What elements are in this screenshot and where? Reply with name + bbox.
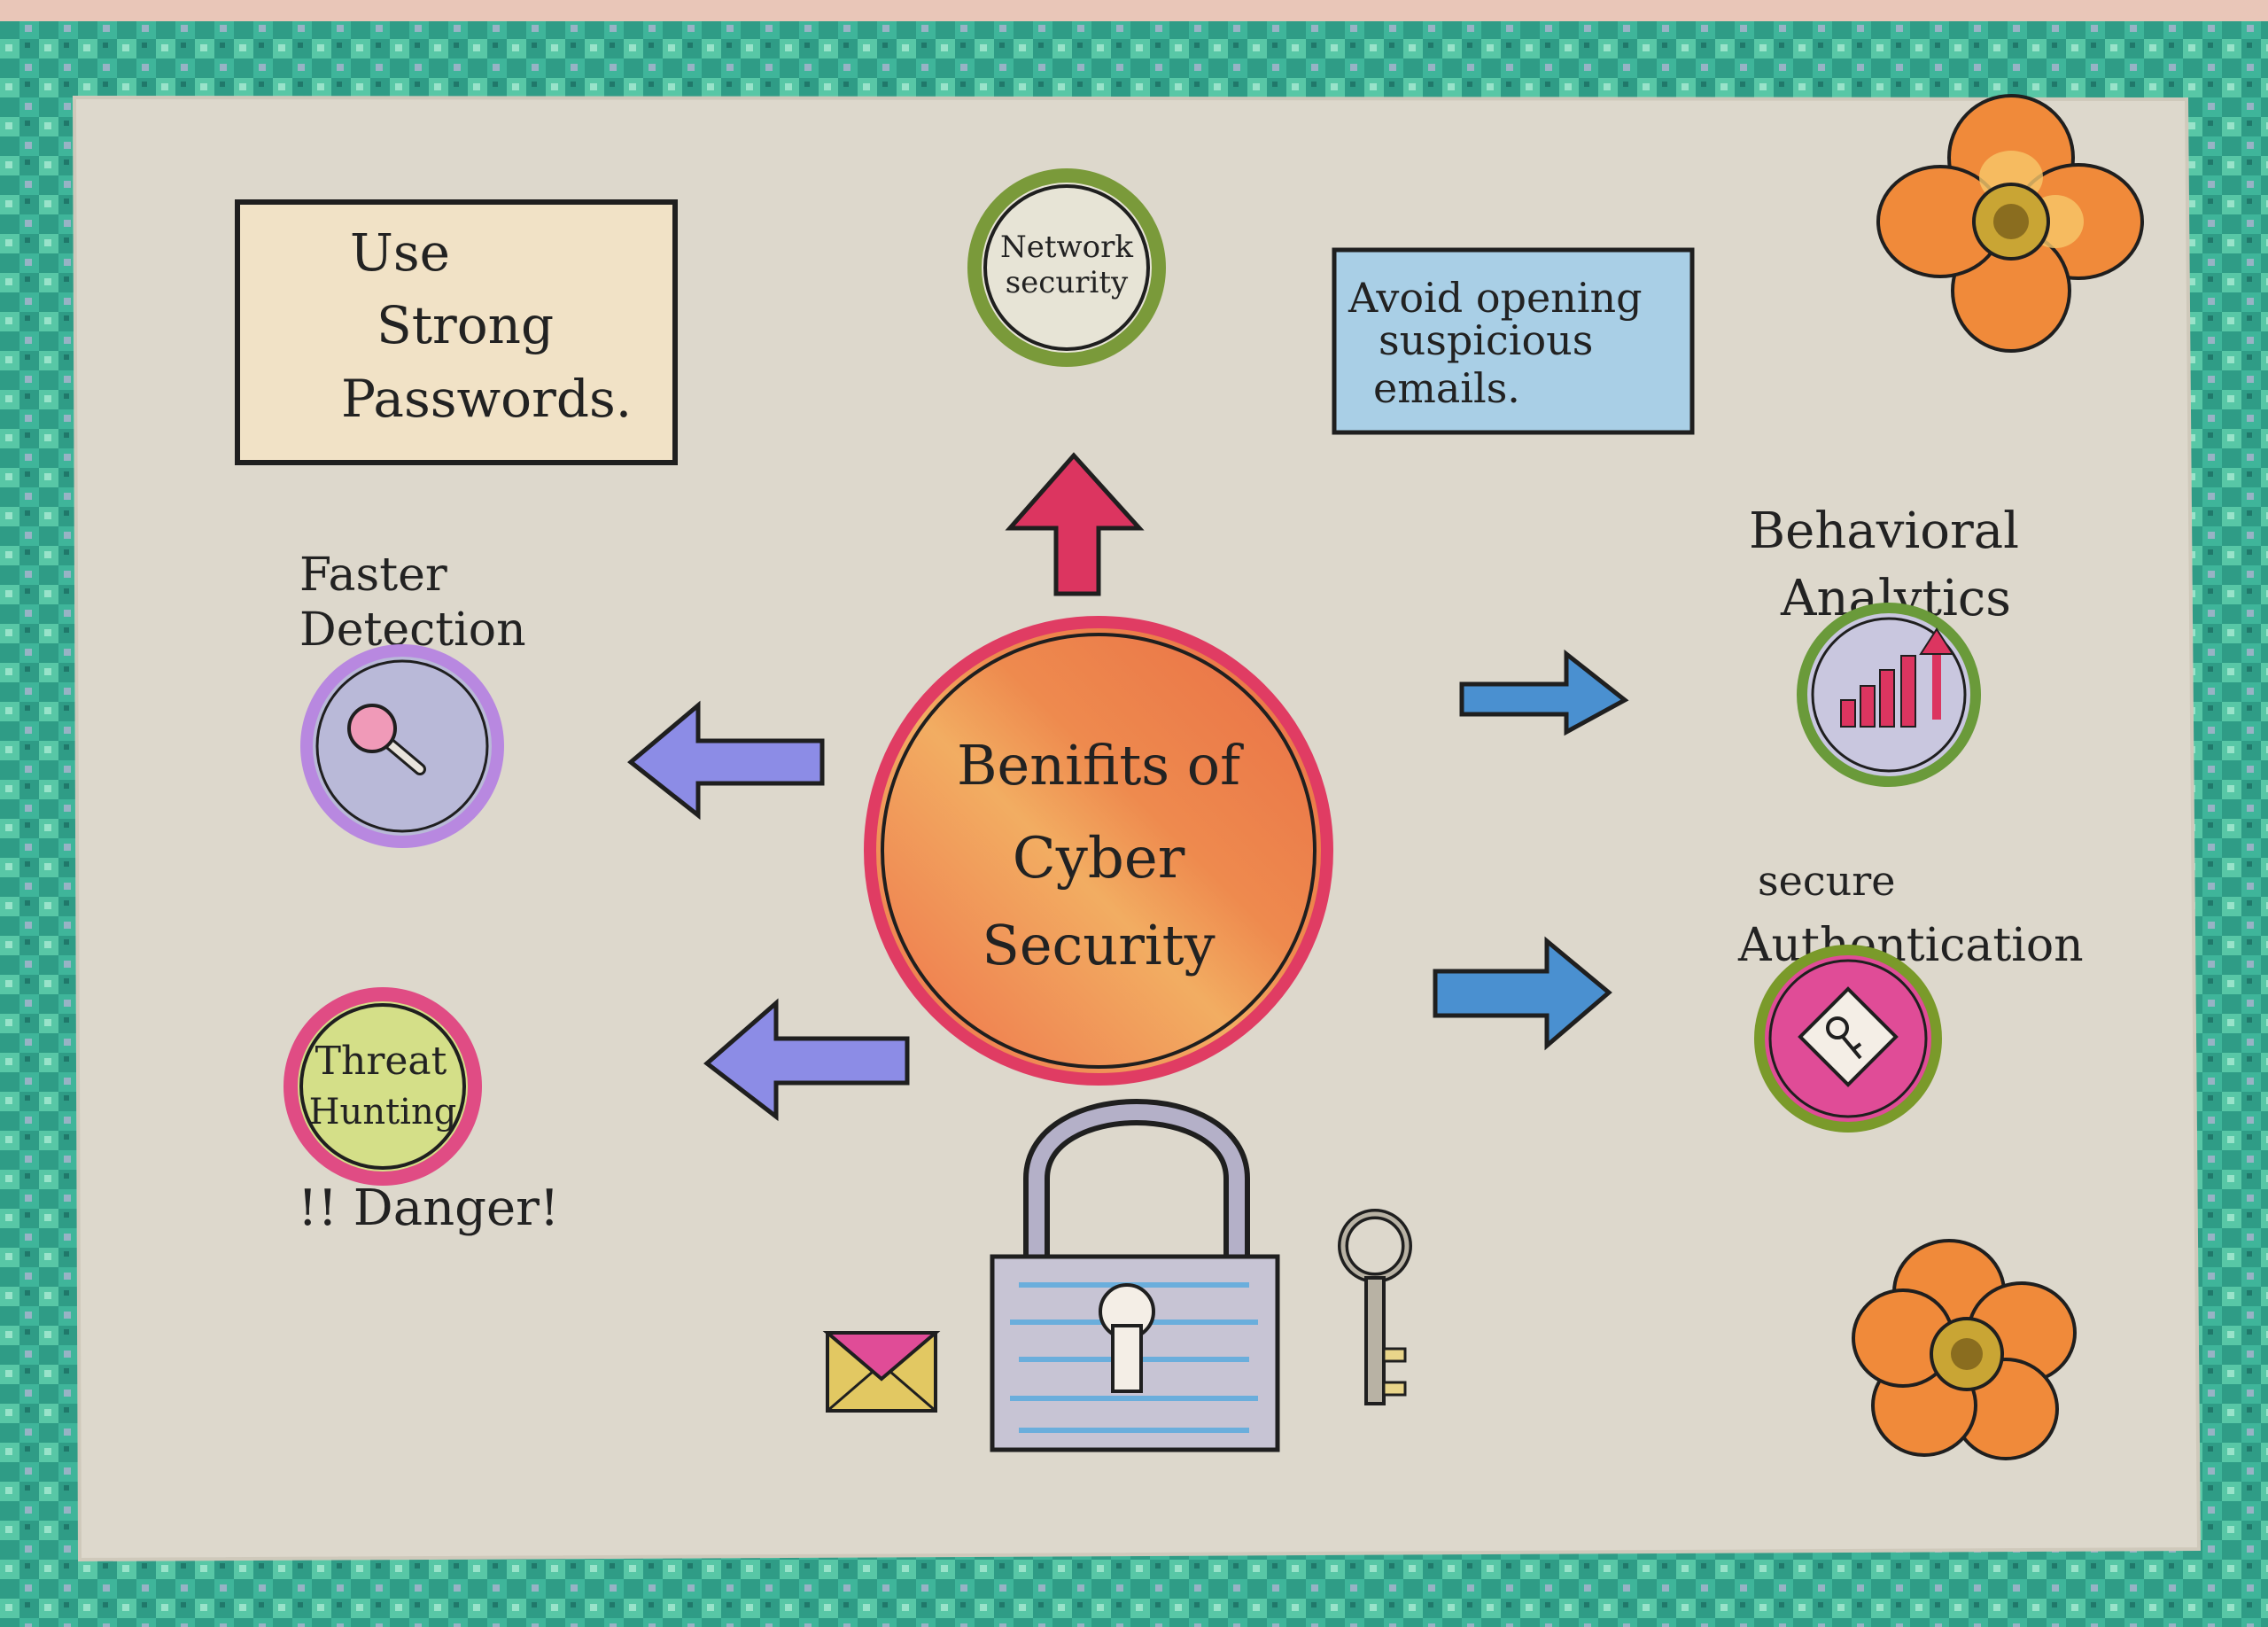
emails-line-2: suspicious bbox=[1379, 316, 1593, 364]
arrow-up-red bbox=[1005, 452, 1145, 596]
padlock-icon bbox=[990, 1099, 1280, 1452]
passwords-line-1: Use bbox=[350, 222, 450, 283]
key-card-icon bbox=[1798, 986, 1899, 1087]
danger-text: !! Danger! bbox=[298, 1179, 559, 1237]
threat-line-1: Threat bbox=[315, 1039, 447, 1084]
secure-authentication-group: secure Authentication bbox=[1737, 857, 2084, 1133]
detection-line-1: Faster bbox=[299, 549, 447, 602]
center-title-line-3: Security bbox=[982, 913, 1215, 977]
envelope-icon bbox=[822, 1331, 941, 1413]
flower-icon bbox=[1852, 1239, 2077, 1460]
network-line-2: security bbox=[1006, 265, 1129, 300]
behavioral-analytics-group: Behavioral Analytics bbox=[1749, 502, 2019, 787]
arrow-left-lower bbox=[703, 998, 910, 1122]
threat-line-2: Hunting bbox=[309, 1092, 457, 1133]
strong-passwords-box: Use Strong Passwords. bbox=[235, 199, 678, 465]
magnifier-icon bbox=[347, 704, 426, 775]
arrow-right-upper bbox=[1459, 649, 1629, 736]
suspicious-emails-box: Avoid opening suspicious emails. bbox=[1332, 247, 1695, 435]
passwords-line-3: Passwords. bbox=[341, 369, 632, 429]
flower-icon bbox=[1876, 94, 2144, 353]
emails-line-3: emails. bbox=[1373, 364, 1520, 412]
faster-detection-group: Faster Detection bbox=[299, 549, 526, 848]
network-line-1: Network bbox=[1000, 230, 1133, 265]
arrow-left-upper bbox=[627, 700, 825, 821]
threat-hunting-group: Threat Hunting !! Danger! bbox=[284, 987, 559, 1237]
passwords-line-2: Strong bbox=[377, 295, 554, 355]
emails-line-1: Avoid opening bbox=[1348, 274, 1643, 322]
center-orb: Benifits of Cyber Security bbox=[864, 616, 1333, 1086]
center-title-line-1: Benifits of bbox=[957, 733, 1244, 798]
network-security-badge: Network security bbox=[967, 168, 1166, 367]
auth-line-1: secure bbox=[1758, 857, 1895, 905]
arrow-right-lower bbox=[1433, 936, 1612, 1051]
top-wall-strip bbox=[0, 0, 2268, 21]
analytics-line-1: Behavioral bbox=[1749, 502, 2019, 560]
key-icon bbox=[1338, 1209, 1412, 1405]
center-title-line-2: Cyber bbox=[1013, 826, 1185, 891]
bar-chart-up-icon bbox=[1840, 627, 1954, 728]
auth-line-2: Authentication bbox=[1737, 919, 2084, 972]
